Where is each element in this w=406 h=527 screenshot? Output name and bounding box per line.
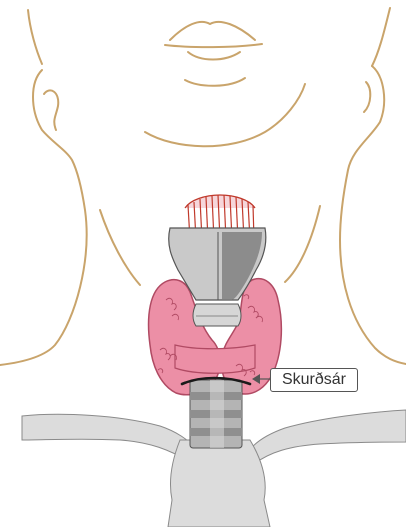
jaw-line: [145, 84, 305, 146]
incision-label: Skurðsár: [270, 368, 358, 392]
right-ear: [340, 66, 406, 364]
lip-line: [165, 44, 262, 47]
right-neck: [285, 206, 320, 282]
left-inner-ear: [44, 90, 58, 130]
upper-lip: [170, 22, 255, 40]
chin-line: [185, 78, 245, 86]
trachea: [190, 380, 242, 448]
lower-lip: [188, 52, 240, 60]
left-ear: [0, 70, 87, 365]
left-clavicle: [22, 414, 196, 462]
right-clavicle: [248, 410, 406, 464]
thyroid-isthmus: [175, 345, 255, 373]
left-face-contour: [28, 10, 42, 64]
left-neck: [100, 210, 140, 285]
cricoid-cartilage: [193, 304, 241, 326]
right-face-contour: [372, 8, 390, 66]
incision-label-text: Skurðsár: [282, 371, 346, 389]
sternum: [168, 440, 270, 527]
right-inner-ear: [364, 82, 370, 112]
